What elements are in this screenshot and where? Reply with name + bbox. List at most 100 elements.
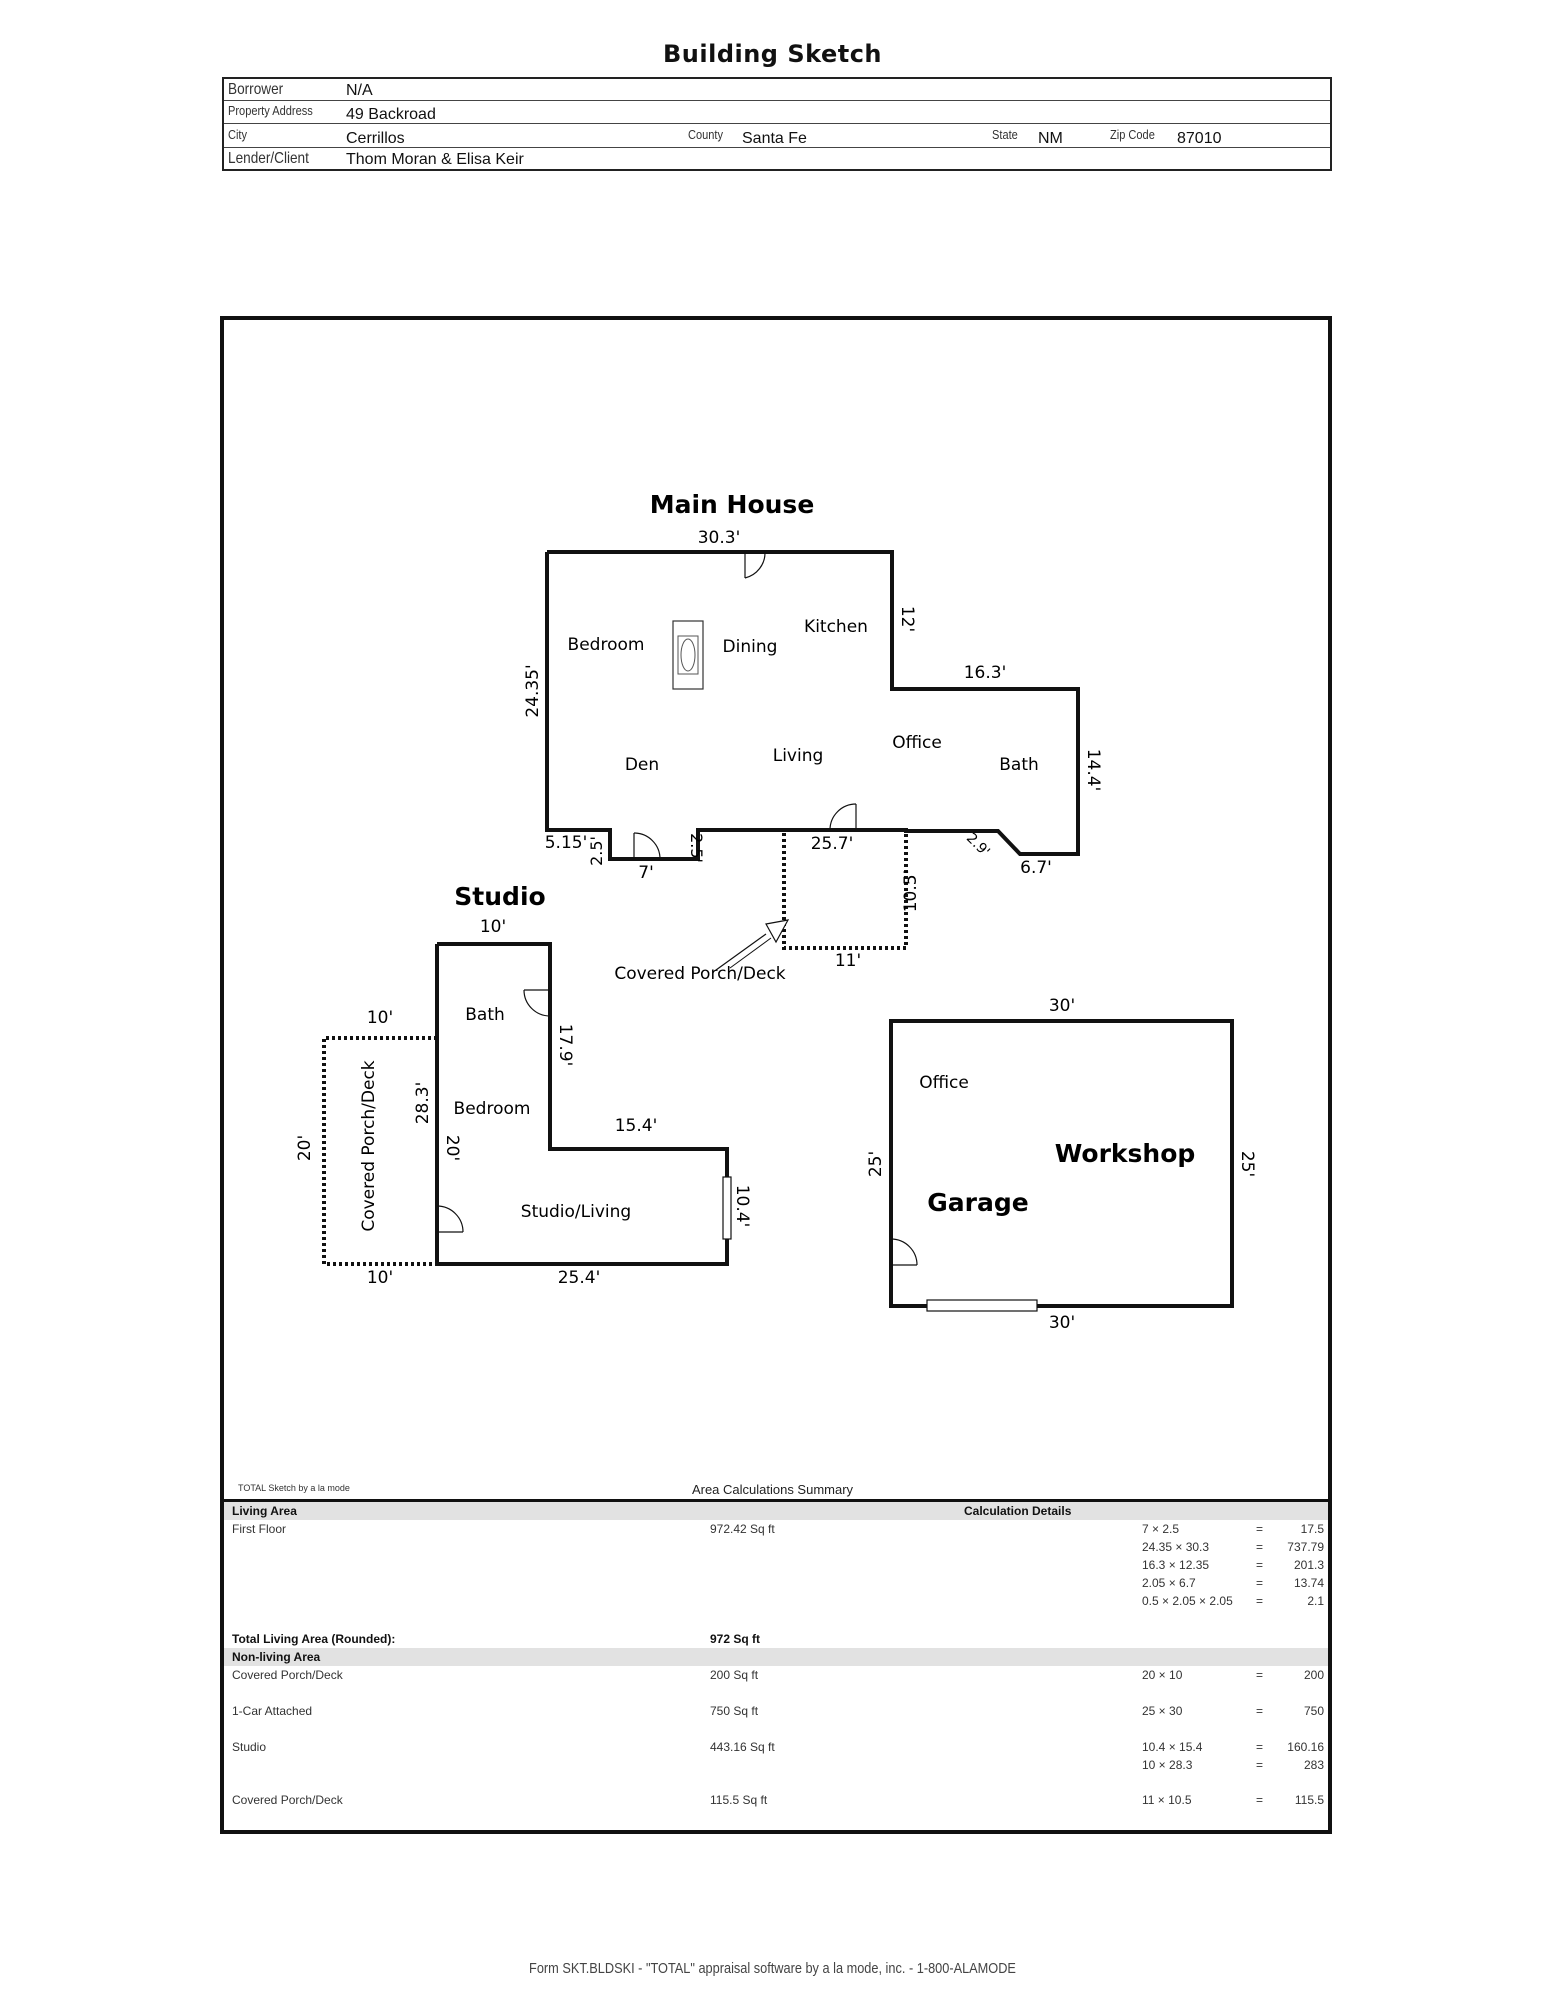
room-label-bedroom: Bedroom: [568, 635, 645, 655]
calc-value: 200: [1303, 1668, 1324, 1682]
studio-title: Studio: [454, 882, 545, 911]
lender-value: Thom Moran & Elisa Keir: [346, 151, 524, 168]
non-living-header-band: [224, 1648, 1328, 1666]
window-icon: [722, 1176, 732, 1240]
calc-eq: =: [1256, 1668, 1264, 1682]
first-floor-name: First Floor: [232, 1522, 286, 1536]
calc-eq: =: [1256, 1576, 1264, 1590]
garage-door-icon: [926, 1299, 1038, 1312]
calc-eq: =: [1256, 1758, 1264, 1772]
nonliving-name: 1-Car Attached: [232, 1704, 313, 1718]
dim-label: 2.5': [587, 836, 606, 866]
pointer-arrow-icon: [715, 919, 790, 971]
dim-label: 28.3': [413, 1082, 433, 1125]
state-value: NM: [1038, 130, 1063, 147]
room-label-bath: Bath: [999, 755, 1039, 775]
area-summary-title: Area Calculations Summary: [691, 1482, 854, 1497]
nonliving-name: Covered Porch/Deck: [232, 1793, 343, 1807]
room-label-dining: Dining: [723, 637, 778, 657]
calc-value: 160.16: [1287, 1740, 1324, 1754]
calc-eq: =: [1256, 1522, 1264, 1536]
non-living-area-header: Non-living Area: [232, 1650, 321, 1664]
sketch-credit: TOTAL Sketch by a la mode: [238, 1483, 350, 1493]
address-value: 49 Backroad: [346, 106, 436, 123]
calc-value: 201.3: [1293, 1558, 1324, 1572]
living-area-header: Living Area: [232, 1504, 297, 1518]
calc-expr: 10.4 × 15.4: [1142, 1740, 1203, 1754]
door-icon: [744, 551, 766, 579]
fireplace-icon: [672, 620, 704, 690]
borrower-label: Borrower: [228, 81, 284, 98]
calc-value: 17.5: [1300, 1522, 1324, 1536]
address-label: Property Address: [228, 103, 313, 118]
county-label: County: [688, 127, 724, 142]
lender-row: Lender/Client Thom Moran & Elisa Keir: [224, 148, 1330, 169]
room-label-bath: Bath: [465, 1005, 505, 1025]
dim-label: 25.4': [558, 1268, 601, 1288]
zip-value: 87010: [1177, 130, 1222, 147]
room-label-office: Office: [919, 1073, 969, 1093]
dim-label: 2.9': [963, 830, 993, 860]
dim-label: 2.5': [687, 833, 706, 863]
dim-label: 11': [835, 951, 861, 971]
nonliving-name: Covered Porch/Deck: [232, 1668, 343, 1682]
dim-label: 25.7': [811, 834, 854, 854]
calc-expr: 10 × 28.3: [1142, 1758, 1193, 1772]
calc-expr: 24.35 × 30.3: [1142, 1540, 1210, 1554]
subject-info-table: Borrower N/A Property Address 49 Backroa…: [222, 77, 1332, 171]
dim-label: 25': [866, 1151, 886, 1177]
nonliving-name: Studio: [232, 1740, 267, 1754]
door-icon: [436, 1205, 464, 1233]
dim-label: 10.4': [732, 1185, 752, 1228]
door-icon: [633, 832, 661, 860]
lender-label: Lender/Client: [228, 150, 309, 167]
nonliving-area: 200 Sq ft: [710, 1668, 759, 1682]
room-label-office: Office: [892, 733, 942, 753]
calc-expr: 16.3 × 12.35: [1142, 1558, 1210, 1572]
borrower-row: Borrower N/A: [224, 79, 1330, 101]
area-calculations-summary: Living Area Calculation Details First Fl…: [224, 1502, 1328, 1830]
dim-label: 30': [1049, 996, 1075, 1016]
calc-expr: 25 × 30: [1142, 1704, 1183, 1718]
main-house-outline: [545, 550, 1080, 861]
dim-label: 17.9': [555, 1024, 575, 1067]
studio-porch-outline: [322, 1036, 437, 1266]
dim-label: 10': [367, 1268, 393, 1288]
garage-label: Garage: [927, 1188, 1028, 1217]
studio-porch-label: Covered Porch/Deck: [359, 1060, 379, 1231]
calc-value: 737.79: [1287, 1540, 1324, 1554]
door-icon: [890, 1238, 918, 1266]
calc-value: 13.74: [1293, 1576, 1324, 1590]
city-value: Cerrillos: [346, 130, 405, 147]
dim-label: 5.15': [545, 833, 588, 853]
door-icon: [523, 989, 551, 1017]
form-footer: Form SKT.BLDSKI - "TOTAL" appraisal soft…: [529, 1960, 1016, 1977]
calc-expr: 2.05 × 6.7: [1142, 1576, 1196, 1590]
calc-expr: 20 × 10: [1142, 1668, 1183, 1682]
total-living-area-value: 972 Sq ft: [710, 1632, 761, 1646]
calc-eq: =: [1256, 1540, 1264, 1554]
nonliving-area: 115.5 Sq ft: [710, 1793, 768, 1807]
dim-label: 20': [442, 1135, 462, 1161]
calc-expr: 11 × 10.5: [1142, 1793, 1192, 1807]
room-label-kitchen: Kitchen: [804, 617, 868, 637]
calc-value: 283: [1303, 1758, 1324, 1772]
dim-label: 6.7': [1020, 858, 1052, 878]
dim-label: 14.4': [1083, 749, 1103, 792]
total-living-area-label: Total Living Area (Rounded):: [232, 1632, 396, 1646]
document-title: Building Sketch: [662, 40, 883, 68]
door-icon: [829, 803, 857, 831]
dim-label: 15.4': [615, 1116, 658, 1136]
workshop-outline: [889, 1019, 1234, 1308]
room-label-bedroom: Bedroom: [454, 1099, 531, 1119]
room-label-studio-living: Studio/Living: [521, 1202, 631, 1222]
calc-value: 750: [1303, 1704, 1324, 1718]
room-label-living: Living: [773, 746, 824, 766]
dim-label: 16.3': [964, 663, 1007, 683]
sketch-frame: [220, 316, 1332, 1834]
state-label: State: [992, 127, 1018, 142]
calc-eq: =: [1256, 1793, 1264, 1807]
nonliving-area: 443.16 Sq ft: [710, 1740, 775, 1754]
zip-label: Zip Code: [1110, 127, 1155, 142]
